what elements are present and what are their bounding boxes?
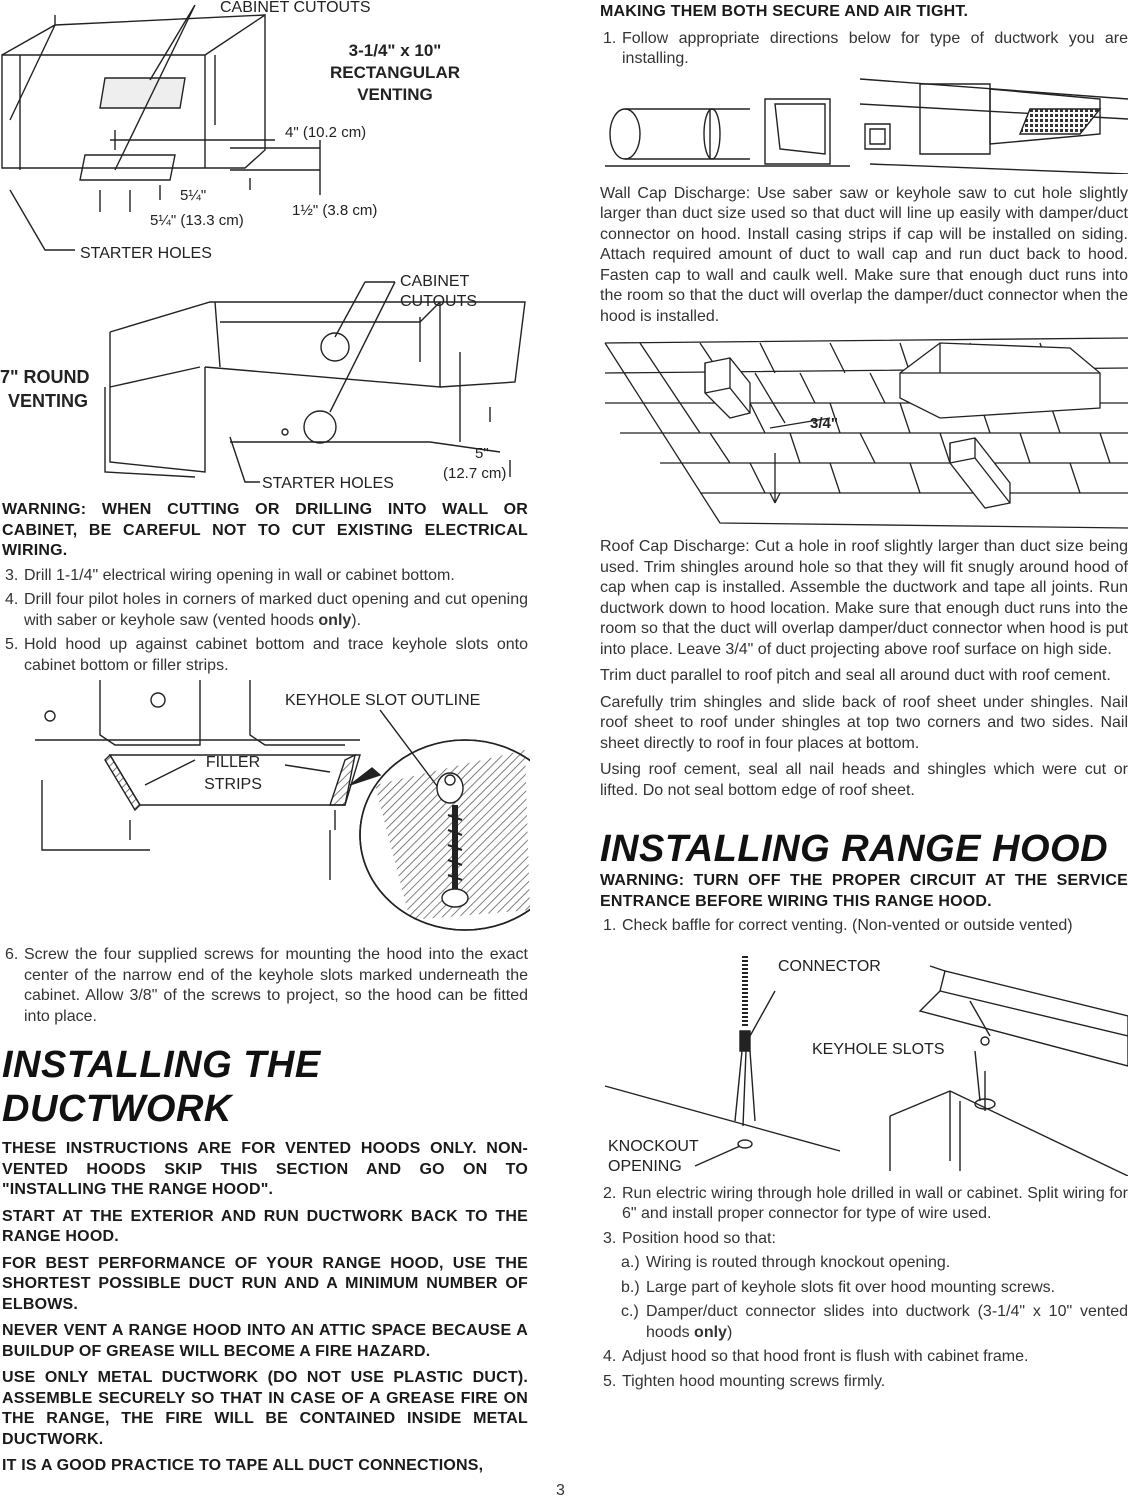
rect-venting-title-3: VENTING <box>357 85 433 104</box>
filler-strips-label-2: STRIPS <box>204 776 262 793</box>
step-4: 4.Drill four pilot holes in corners of m… <box>5 591 528 629</box>
caps-para-1: THESE INSTRUCTIONS ARE FOR VENTED HOODS … <box>2 1140 528 1198</box>
caps-para-5: USE ONLY METAL DUCTWORK (DO NOT USE PLAS… <box>2 1369 528 1448</box>
dim-5-1-4-a: 5¼" <box>180 187 206 204</box>
caps-para-6: IT IS A GOOD PRACTICE TO TAPE ALL DUCT C… <box>2 1457 484 1474</box>
starter-holes-label: STARTER HOLES <box>80 245 212 262</box>
right-step-1: 1.Follow appropriate directions below fo… <box>603 29 1128 68</box>
step-6-list: 6.Screw the four supplied screws for mou… <box>2 945 528 1027</box>
range-steps-list: 2.Run electric wiring through hole drill… <box>600 1184 1128 1250</box>
step-3: 3.Drill 1-1/4" electrical wiring opening… <box>5 566 455 584</box>
caps-para-2: START AT THE EXTERIOR AND RUN DUCTWORK B… <box>2 1207 528 1246</box>
step-5: 5.Hold hood up against cabinet bottom an… <box>5 636 528 674</box>
left-column: CABINET CUTOUTS 3-1/4" x 10" RECTANGULAR… <box>0 0 530 1483</box>
range-step-3: 3.Position hood so that: <box>603 1229 776 1247</box>
roof-cap-paragraph-1: Roof Cap Discharge: Cut a hole in roof s… <box>600 538 1128 658</box>
connector-label: CONNECTOR <box>778 958 881 975</box>
roof-cap-diagram: 3/4" <box>604 337 1128 529</box>
left-text-block-1: WARNING: WHEN CUTTING OR DRILLING INTO W… <box>0 490 530 676</box>
installing-ductwork-title-1: INSTALLING THE <box>2 1044 321 1086</box>
keyhole-slots-label: KEYHOLE SLOTS <box>812 1041 945 1058</box>
dim-1-1-2: 1½" (3.8 cm) <box>292 202 377 219</box>
cabinet-cutouts-label-2b: CUTOUTS <box>400 293 477 310</box>
left-steps-list: 3.Drill 1-1/4" electrical wiring opening… <box>2 566 528 677</box>
secure-airtight-heading: MAKING THEM BOTH SECURE AND AIR TIGHT. <box>600 3 969 20</box>
dim-5in-cm: (12.7 cm) <box>443 465 506 482</box>
range-sub-steps-list: a.)Wiring is routed through knockout ope… <box>600 1253 1128 1343</box>
sub-step-c: c.)Damper/duct connector slides into duc… <box>621 1303 1128 1341</box>
roof-dim-3-4: 3/4" <box>810 415 838 432</box>
installing-range-hood-title: INSTALLING RANGE HOOD <box>600 828 1109 870</box>
sub-step-a: a.)Wiring is routed through knockout ope… <box>621 1254 951 1271</box>
round-venting-title-2: VENTING <box>8 391 88 411</box>
dim-5-1-4-b: 5¼" (13.3 cm) <box>150 212 244 229</box>
range-step-5: 5.Tighten hood mounting screws firmly. <box>603 1372 886 1390</box>
rect-venting-title-1: 3-1/4" x 10" <box>349 41 442 60</box>
rect-venting-title-2: RECTANGULAR <box>330 63 460 82</box>
caps-para-4: NEVER VENT A RANGE HOOD INTO AN ATTIC SP… <box>2 1322 528 1360</box>
caps-para-3: FOR BEST PERFORMANCE OF YOUR RANGE HOOD,… <box>2 1254 528 1313</box>
cutting-warning: WARNING: WHEN CUTTING OR DRILLING INTO W… <box>2 501 528 559</box>
round-venting-title-1: 7" ROUND <box>0 367 90 387</box>
rectangular-venting-diagram: CABINET CUTOUTS 3-1/4" x 10" RECTANGULAR… <box>1 0 460 262</box>
right-step-1-list: 1.Follow appropriate directions below fo… <box>600 29 1128 70</box>
filler-strips-label-1: FILLER <box>206 754 260 771</box>
wall-cap-diagram <box>605 77 1128 174</box>
range-hood-warning: WARNING: TURN OFF THE PROPER CIRCUIT AT … <box>600 872 1128 910</box>
cabinet-cutouts-label: CABINET CUTOUTS <box>220 0 371 16</box>
wall-cap-paragraph: Wall Cap Discharge: Use saber saw or key… <box>600 184 1128 325</box>
roof-cap-paragraph-2: Trim duct parallel to roof pitch and sea… <box>600 667 1111 684</box>
cabinet-cutouts-label-2a: CABINET <box>400 273 470 290</box>
dim-5in: 5" <box>475 445 489 462</box>
range-step-4: 4.Adjust hood so that hood front is flus… <box>603 1348 1029 1365</box>
page-number: 3 <box>556 1482 565 1499</box>
knockout-opening-label-2: OPENING <box>608 1158 682 1175</box>
step-6: 6.Screw the four supplied screws for mou… <box>5 946 528 1025</box>
sub-step-b: b.)Large part of keyhole slots fit over … <box>621 1278 1056 1296</box>
round-venting-diagram: CABINET CUTOUTS 7" ROUND VENTING 5" (12.… <box>0 273 526 490</box>
range-step-2: 2.Run electric wiring through hole drill… <box>603 1184 1128 1223</box>
knockout-opening-label-1: KNOCKOUT <box>608 1138 699 1155</box>
roof-cap-paragraph-3: Carefully trim shingles and slide back o… <box>600 693 1128 752</box>
range-step-1: 1.Check baffle for correct venting. (Non… <box>603 917 1073 934</box>
connector-keyhole-diagram: CONNECTOR KEYHOLE SLOTS KNOCKOUT OPENING <box>604 955 1128 1176</box>
final-steps-list: 4.Adjust hood so that hood front is flus… <box>600 1347 1128 1392</box>
right-column: MAKING THEM BOTH SECURE AND AIR TIGHT. 1… <box>600 0 1128 1396</box>
roof-cap-paragraph-4: Using roof cement, seal all nail heads a… <box>600 761 1128 799</box>
keyhole-filler-diagram: KEYHOLE SLOT OUTLINE FILLER STRIPS <box>35 680 530 931</box>
installing-ductwork-title-2: DUCTWORK <box>2 1088 232 1130</box>
range-step-1-list: 1.Check baffle for correct venting. (Non… <box>600 916 1128 937</box>
keyhole-slot-outline-label: KEYHOLE SLOT OUTLINE <box>285 692 480 709</box>
left-text-block-2: 6.Screw the four supplied screws for mou… <box>0 935 530 1477</box>
dim-4in: 4" (10.2 cm) <box>285 124 366 141</box>
starter-holes-label-2: STARTER HOLES <box>262 475 394 490</box>
